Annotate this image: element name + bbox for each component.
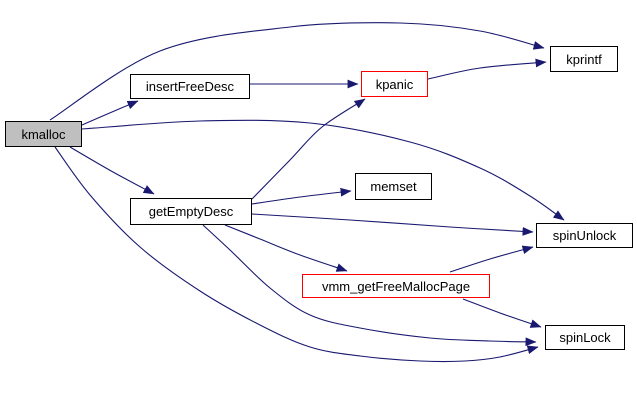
node-spinUnlock[interactable]: spinUnlock [536,223,633,248]
node-label: kpanic [375,76,414,92]
edge-kmalloc-to-spinLock [54,146,539,363]
node-kpanic[interactable]: kpanic [361,71,428,97]
node-insertFreeDesc[interactable]: insertFreeDesc [130,74,250,99]
node-kprintf[interactable]: kprintf [550,46,618,72]
node-spinLock[interactable]: spinLock [545,325,625,350]
node-kmalloc[interactable]: kmalloc [5,121,82,147]
edge-getEmptyDesc-to-spinLock [202,224,537,347]
node-label: kmalloc [21,126,66,142]
node-label: memset [370,179,417,194]
node-label: kprintf [566,51,602,67]
node-label: spinLock [559,330,611,345]
edge-kmalloc-to-getEmptyDesc [69,146,155,195]
edge-vmm_getFreeMallocPage-to-spinLock [462,298,542,328]
node-label: vmm_getFreeMallocPage [321,278,471,294]
edge-vmm_getFreeMallocPage-to-spinUnlock [449,245,534,273]
edge-getEmptyDesc-to-kpanic [251,98,366,200]
edge-kmalloc-to-insertFreeDesc [81,100,139,126]
edge-getEmptyDesc-to-memset [251,187,352,205]
node-label: getEmptyDesc [148,204,234,219]
edge-kmalloc-to-kprintf [49,22,545,121]
edge-getEmptyDesc-to-vmm_getFreeMallocPage [224,224,348,272]
node-getEmptyDesc[interactable]: getEmptyDesc [130,198,252,225]
edge-kmalloc-to-spinUnlock [81,119,565,221]
node-label: spinUnlock [552,228,617,243]
node-vmm_getFreeMallocPage[interactable]: vmm_getFreeMallocPage [302,274,490,298]
node-label: insertFreeDesc [145,79,235,94]
edge-getEmptyDesc-to-spinUnlock [251,213,534,236]
node-memset[interactable]: memset [355,173,432,200]
edge-kpanic-to-kprintf [427,58,547,80]
